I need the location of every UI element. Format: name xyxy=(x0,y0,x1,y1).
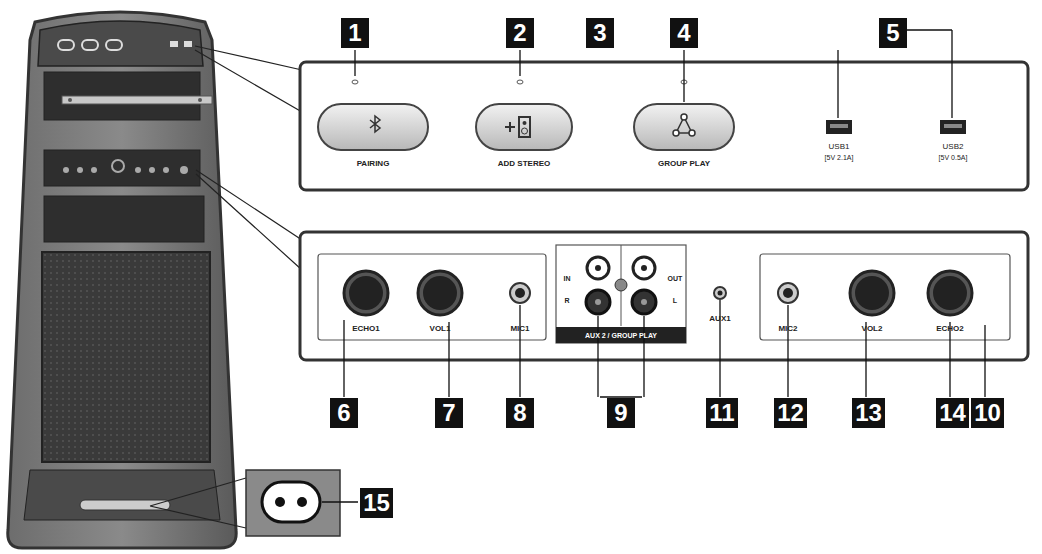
callout-text: 4 xyxy=(677,19,690,46)
panel-label: MIC2 xyxy=(778,324,797,333)
callout-text: 12 xyxy=(777,399,804,426)
callout-number: 1 xyxy=(341,18,369,48)
panel-label: AUX1 xyxy=(709,314,730,323)
callout-text: 8 xyxy=(513,399,526,426)
rear-panel xyxy=(300,232,1028,360)
panel-label: VOL2 xyxy=(862,324,883,333)
top-panel xyxy=(300,62,1028,190)
panel-label: MIC1 xyxy=(510,324,529,333)
panel-label: VOL1 xyxy=(430,324,451,333)
leader-lines xyxy=(344,300,985,397)
callout-number: 8 xyxy=(506,398,534,428)
panel-label: OUT xyxy=(668,274,683,283)
callout-number: 14 xyxy=(936,398,969,428)
callout-number: 6 xyxy=(330,398,358,428)
leader-lines xyxy=(355,30,952,118)
callout-text: 2 xyxy=(513,19,526,46)
callout-text: 5 xyxy=(886,19,899,46)
callout-number: 4 xyxy=(670,18,698,48)
callout-text: 14 xyxy=(939,399,966,426)
callout-number: 5 xyxy=(879,18,907,48)
callout-text: 1 xyxy=(348,19,361,46)
panel-label: ADD STEREO xyxy=(498,159,550,168)
callout-text: 9 xyxy=(614,399,627,426)
callout-text: 11 xyxy=(709,399,734,426)
callout-text: 3 xyxy=(593,19,606,46)
callout-number: 7 xyxy=(435,398,463,428)
callout-text: 10 xyxy=(974,399,1001,426)
panel-label: L xyxy=(673,296,677,305)
callout-number: 3 xyxy=(586,18,614,48)
panel-label: PAIRING xyxy=(357,159,390,168)
callout-number: 10 xyxy=(971,398,1004,428)
zoom-lines xyxy=(150,46,302,528)
power-inlet xyxy=(246,470,358,536)
callout-text: 6 xyxy=(337,399,350,426)
callout-number: 13 xyxy=(852,398,885,428)
panel-label: IN xyxy=(564,274,571,283)
panel-label: ECHO1 xyxy=(352,324,380,333)
panel-label: AUX 2 / GROUP PLAY xyxy=(585,331,657,340)
callout-number: 15 xyxy=(360,488,393,518)
panel-label: USB2 xyxy=(943,142,964,151)
panel-label: GROUP PLAY xyxy=(658,159,710,168)
panel-label: [5V 2.1A] xyxy=(825,153,854,162)
callout-text: 7 xyxy=(442,399,455,426)
panel-label: USB1 xyxy=(829,142,850,151)
speaker-body xyxy=(8,12,236,548)
panel-label: R xyxy=(564,296,569,305)
callout-number: 11 xyxy=(706,398,738,428)
callout-number: 9 xyxy=(607,398,635,428)
callout-number: 2 xyxy=(506,18,534,48)
callout-number: 12 xyxy=(774,398,807,428)
callout-text: 15 xyxy=(363,489,390,516)
callout-text: 13 xyxy=(855,399,882,426)
panel-label: ECHO2 xyxy=(936,324,964,333)
panel-label: [5V 0.5A] xyxy=(939,153,968,162)
